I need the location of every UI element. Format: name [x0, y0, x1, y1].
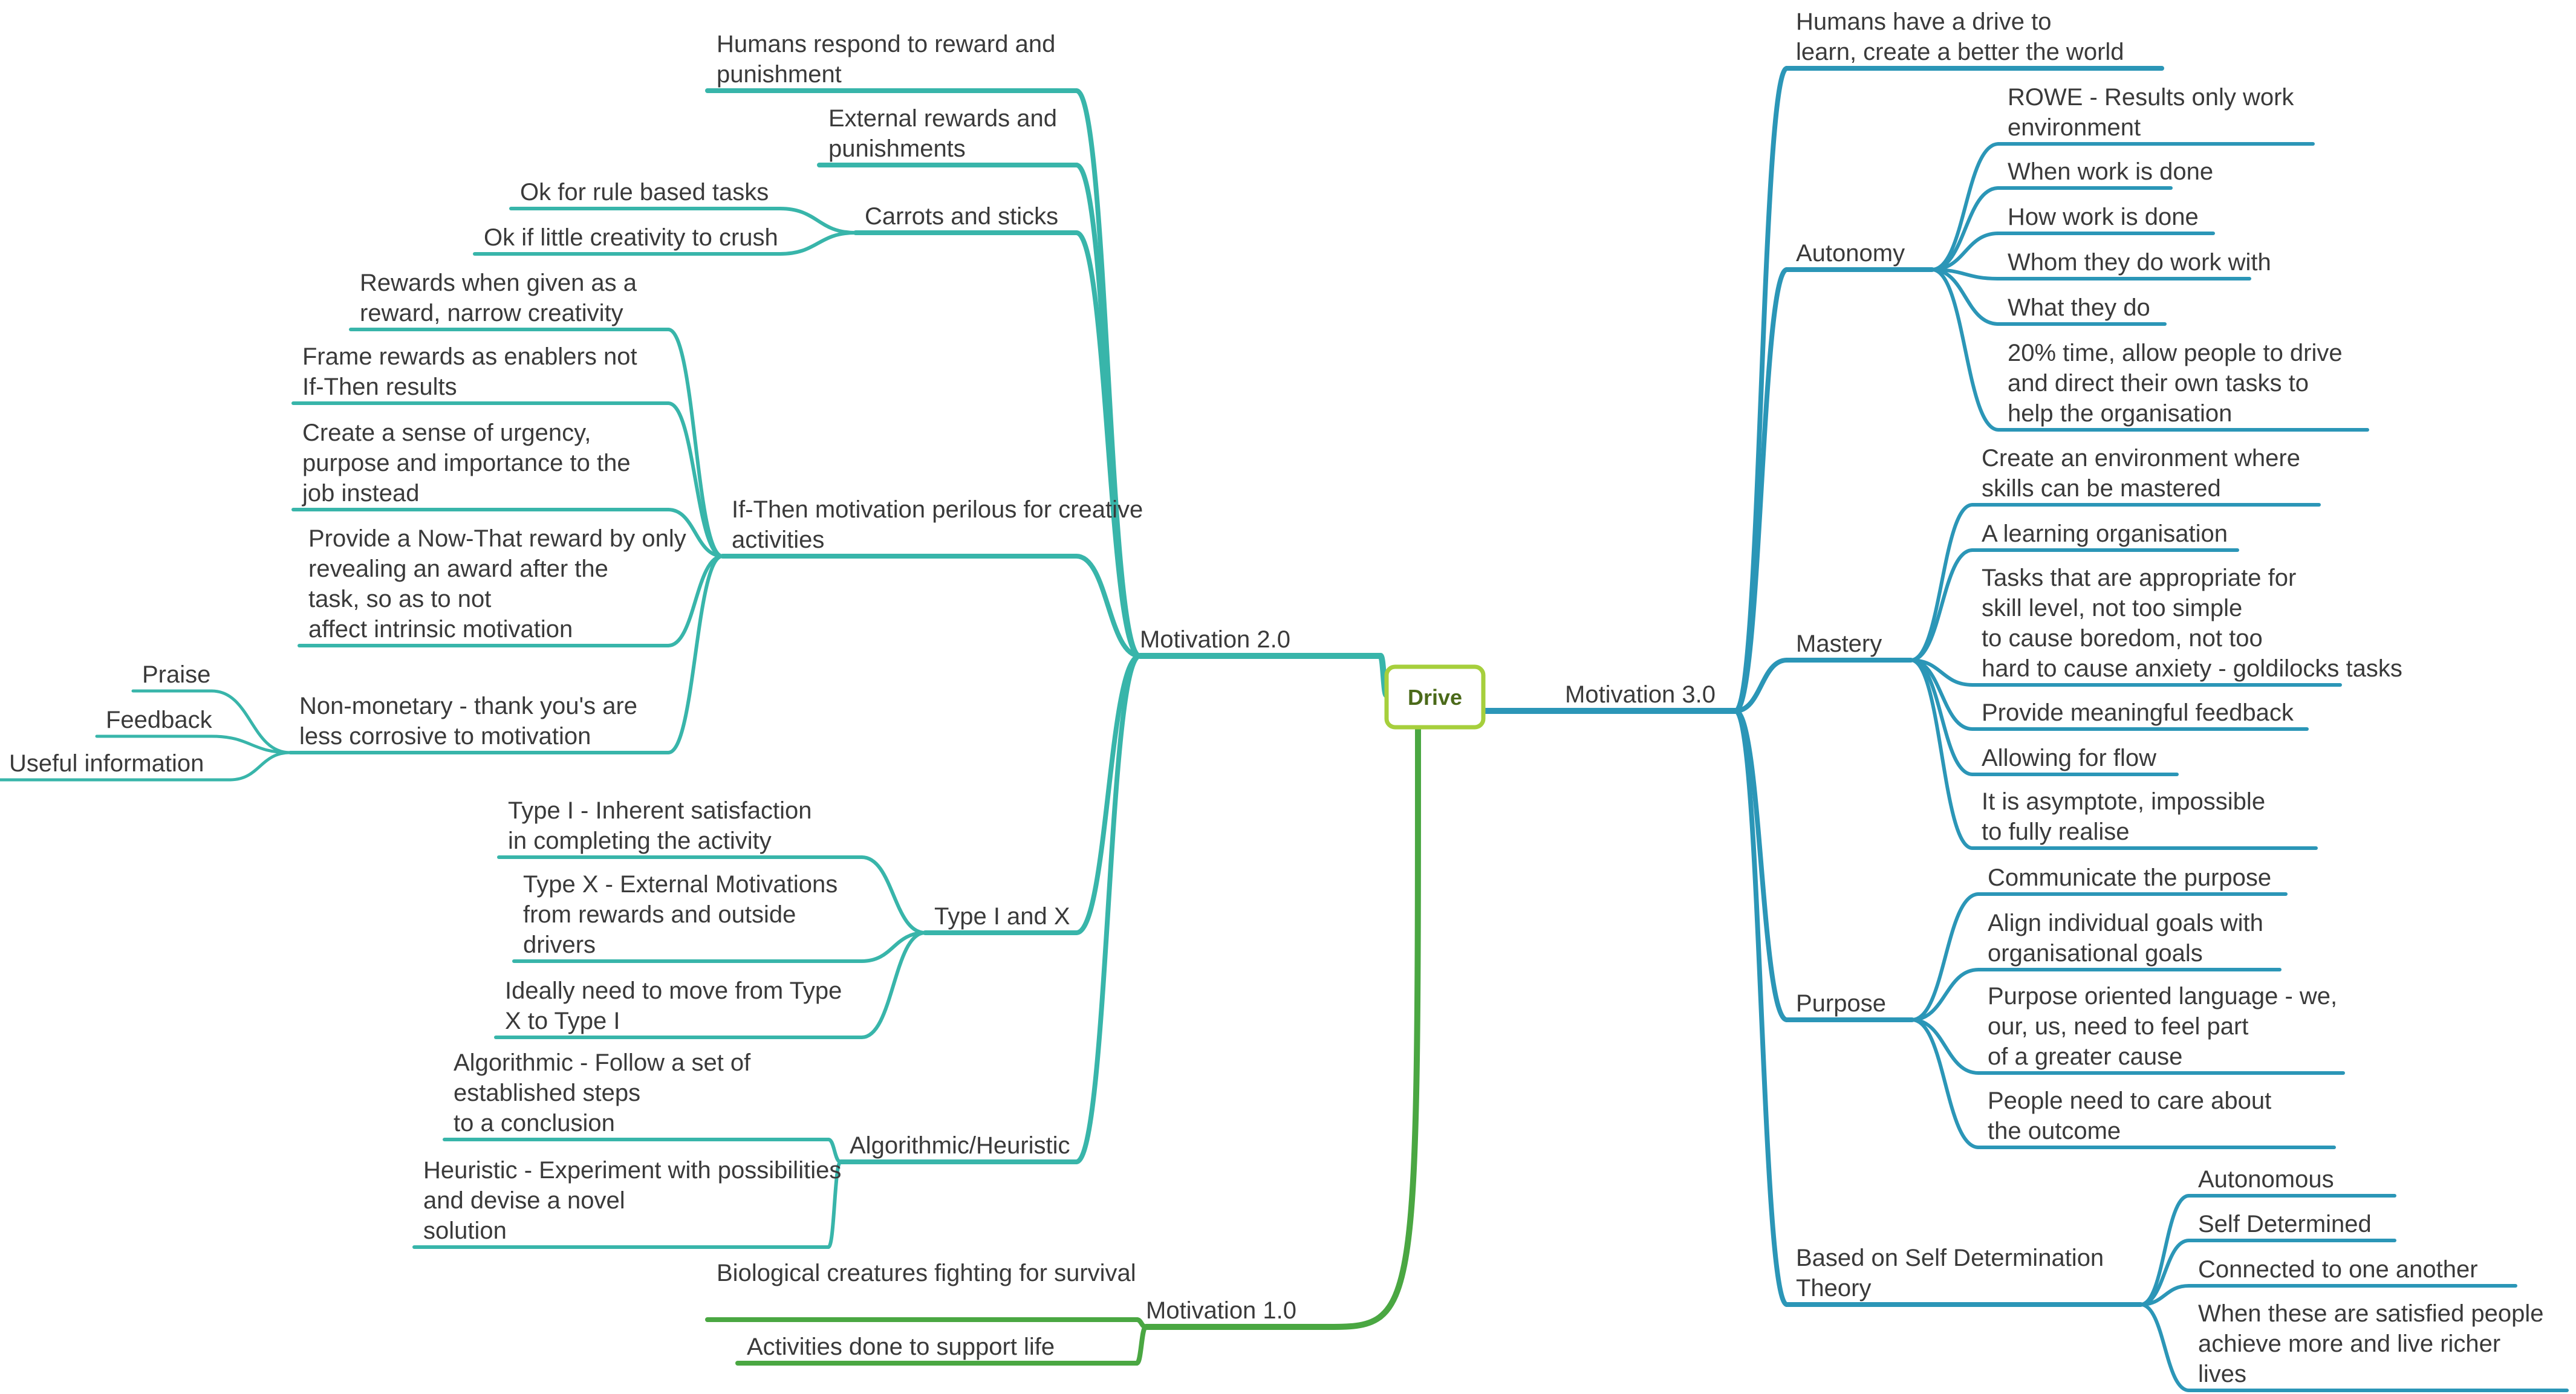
node-2-label[interactable]: Motivation 1.0 — [1146, 1297, 1296, 1324]
node-1-3-label[interactable]: If-Then motivation perilous for creative… — [732, 496, 1143, 553]
node-0-2-1-label[interactable]: A learning organisation — [1982, 520, 2228, 547]
node-1-2-0-label[interactable]: Ok for rule based tasks — [520, 179, 769, 206]
node-0-1-4-connector — [1930, 268, 2000, 326]
node-1-2-1-label[interactable]: Ok if little creativity to crush — [484, 224, 778, 251]
node-0-1-3-label[interactable]: Whom they do work with — [2008, 249, 2271, 276]
node-1-3-4-connector — [666, 554, 724, 754]
connector-layer — [0, 66, 2569, 1392]
node-1-3-2-label[interactable]: Create a sense of urgency,purpose and im… — [302, 420, 631, 507]
root-node-box — [1384, 664, 1486, 730]
node-0-2-1-connector — [1909, 548, 1974, 662]
node-1-3-4-1-connector — [210, 734, 292, 754]
node-1-3-3-connector — [666, 554, 724, 647]
node-1-4-connector — [1074, 653, 1142, 935]
node-0-1-label[interactable]: Autonomy — [1796, 240, 1905, 267]
node-1-3-4-0-label[interactable]: Praise — [142, 661, 210, 688]
node-2-0-label[interactable]: Biological creatures fighting for surviv… — [717, 1260, 1136, 1286]
node-1-2-1-connector — [778, 231, 857, 256]
node-0-1-connector — [1733, 267, 1789, 713]
node-0-1-1-label[interactable]: When work is done — [2008, 158, 2213, 185]
node-0-3-0-connector — [1910, 892, 1980, 1022]
node-1-3-2-connector — [666, 508, 724, 558]
node-0-label[interactable]: Motivation 3.0 — [1565, 681, 1716, 708]
node-2-1-label[interactable]: Activities done to support life — [747, 1334, 1055, 1360]
node-1-2-label[interactable]: Carrots and sticks — [865, 203, 1058, 230]
node-1-3-4-2-label[interactable]: Useful information — [9, 750, 204, 777]
node-1-2-connector — [1074, 230, 1142, 658]
node-0-3-3-connector — [1910, 1018, 1980, 1149]
node-1-4-1-connector — [860, 931, 927, 963]
node-1-5-1-label[interactable]: Heuristic - Experiment with possibilitie… — [423, 1157, 841, 1244]
node-1-4-label[interactable]: Type I and X — [934, 903, 1070, 930]
node-1-5-connector — [1074, 653, 1142, 1164]
node-0-2-4-label[interactable]: Allowing for flow — [1982, 745, 2156, 771]
root-node[interactable]: Drive — [1384, 664, 1486, 730]
node-1-2-0-connector — [778, 207, 857, 235]
node-2-1-connector — [1134, 1324, 1148, 1366]
node-1-3-4-1-label[interactable]: Feedback — [106, 707, 213, 733]
node-0-1-2-label[interactable]: How work is done — [2008, 204, 2199, 230]
node-2-connector — [1323, 724, 1421, 1330]
node-0-2-3-label[interactable]: Provide meaningful feedback — [1982, 699, 2294, 726]
node-0-2-5-connector — [1909, 658, 1974, 850]
node-0-1-5-connector — [1930, 268, 2000, 432]
node-0-3-0-label[interactable]: Communicate the purpose — [1988, 864, 2271, 891]
node-1-5-label[interactable]: Algorithmic/Heuristic — [850, 1132, 1070, 1159]
node-0-2-connector — [1733, 658, 1789, 713]
node-1-label[interactable]: Motivation 2.0 — [1140, 626, 1290, 653]
node-1-3-4-0-connector — [210, 689, 292, 754]
node-1-4-2-connector — [860, 931, 927, 1039]
node-0-3-label[interactable]: Purpose — [1796, 990, 1886, 1017]
node-0-1-1-connector — [1930, 186, 2000, 271]
node-0-4-2-label[interactable]: Connected to one another — [2198, 1256, 2478, 1283]
node-1-4-0-connector — [860, 855, 927, 935]
node-1-5-1-connector — [827, 1160, 842, 1249]
node-0-2-0-connector — [1909, 503, 1974, 662]
node-0-4-0-label[interactable]: Autonomous — [2198, 1166, 2334, 1193]
node-0-4-connector — [1733, 708, 1789, 1307]
root-node-label: Drive — [1408, 685, 1462, 710]
node-1-1-connector — [1074, 163, 1142, 658]
node-1-3-4-2-connector — [228, 751, 292, 782]
node-0-4-1-label[interactable]: Self Determined — [2198, 1211, 2372, 1237]
node-1-3-connector — [1074, 554, 1142, 658]
node-0-4-3-connector — [2139, 1303, 2191, 1392]
node-0-4-2-connector — [2139, 1284, 2191, 1306]
node-1-3-1-connector — [666, 401, 724, 558]
node-0-3-2-label[interactable]: Purpose oriented language - we,our, us, … — [1988, 983, 2337, 1070]
node-0-1-4-label[interactable]: What they do — [2008, 294, 2150, 321]
node-0-2-label[interactable]: Mastery — [1796, 631, 1882, 657]
node-0-4-1-connector — [2139, 1239, 2191, 1306]
node-0-1-2-connector — [1930, 232, 2000, 271]
node-0-0-connector — [1733, 66, 1789, 713]
node-0-3-2-connector — [1910, 1018, 1980, 1075]
node-0-3-1-connector — [1910, 968, 1980, 1022]
node-1-3-0-connector — [666, 328, 724, 558]
